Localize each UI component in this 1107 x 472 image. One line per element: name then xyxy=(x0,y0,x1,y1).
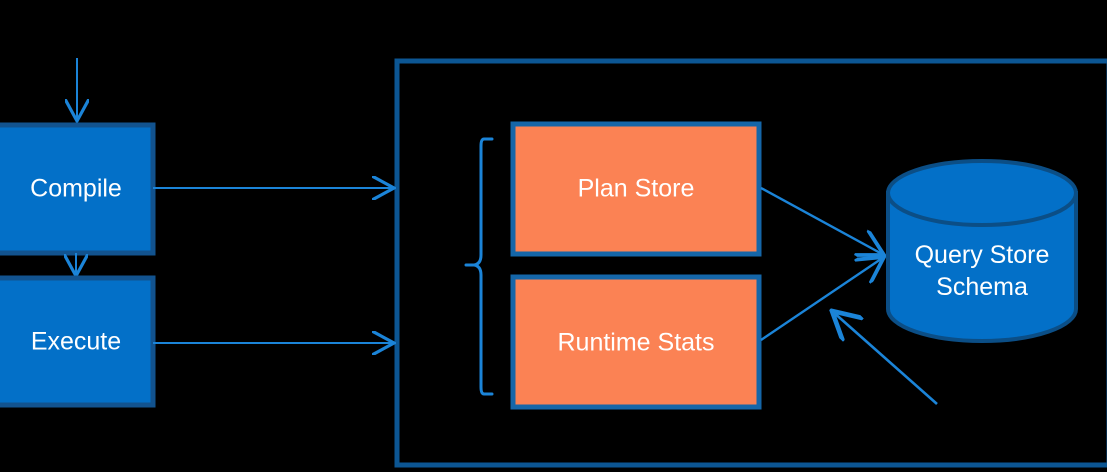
runtime-stats-label: Runtime Stats xyxy=(557,329,714,357)
query-store-schema-label-line2: Schema xyxy=(936,273,1028,301)
cylinder-top xyxy=(886,159,1078,227)
plan-store-to-schema-connector xyxy=(760,186,884,255)
runtime-stats-to-schema-connector xyxy=(760,257,884,341)
runtime-stats-node[interactable] xyxy=(510,274,762,410)
plan-store-label: Plan Store xyxy=(578,175,695,203)
compile-label: Compile xyxy=(30,175,122,203)
query-store-schema-node[interactable]: Query Store Schema xyxy=(886,159,1078,343)
query-store-schema-label-line1: Query Store xyxy=(915,241,1050,269)
query-store-container xyxy=(394,58,1107,468)
plan-store-node[interactable] xyxy=(510,121,762,257)
store-group-brace xyxy=(464,137,494,396)
cylinder-body xyxy=(886,191,1078,343)
execute-node[interactable] xyxy=(0,275,156,408)
execute-label: Execute xyxy=(31,328,121,356)
external-to-schema-connector xyxy=(832,311,938,405)
